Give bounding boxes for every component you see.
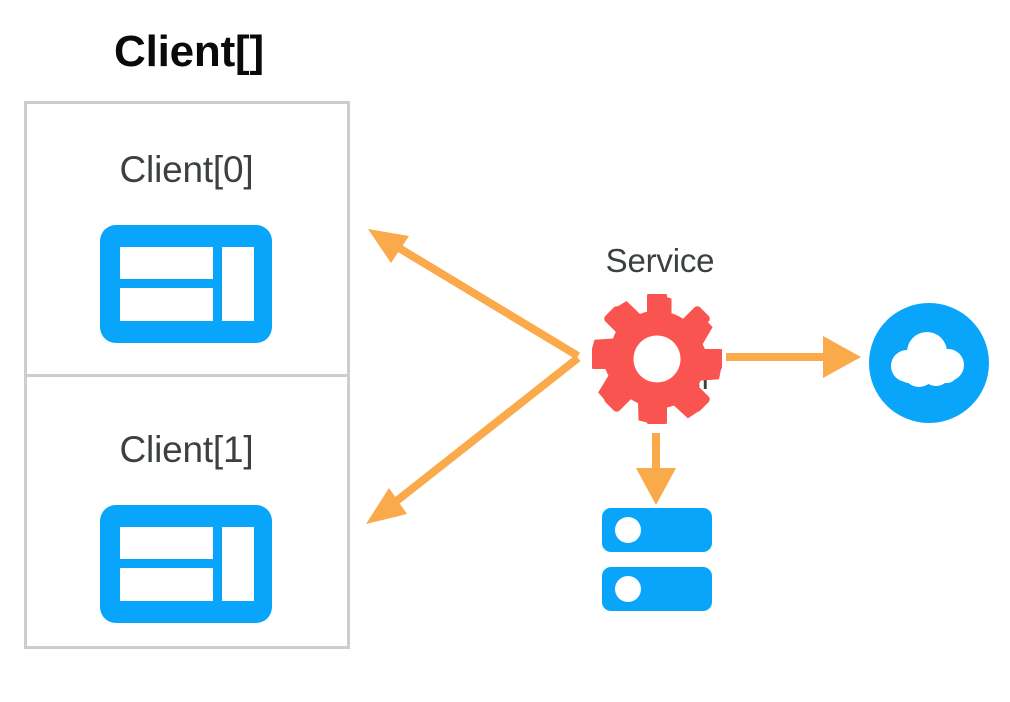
arrow-sw-to-client1 (366, 354, 581, 524)
window-pane-right (222, 527, 254, 601)
window-pane-right (222, 247, 254, 321)
client-1-label: Client[1] (119, 429, 254, 470)
client-0-label: Client[0] (119, 149, 254, 190)
browser-window-icon (100, 505, 272, 623)
database-server-icon (602, 508, 712, 613)
window-pane-top-left (120, 247, 213, 279)
window-pane-top-left (120, 527, 213, 559)
clients-array-title: Client[] (114, 27, 264, 76)
arrow-sw-to-client0 (368, 229, 581, 360)
window-pane-bottom-left (120, 568, 213, 601)
cloud-icon (869, 303, 989, 423)
gear-icon (590, 292, 724, 426)
window-pane-bottom-left (120, 288, 213, 321)
service-worker-title-line-1: Service (605, 241, 715, 279)
browser-window-icon (100, 225, 272, 343)
